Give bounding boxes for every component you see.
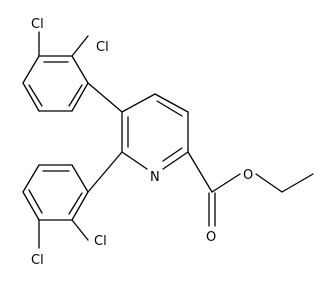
chlorine-label-top-left: Cl (31, 17, 44, 32)
chlorine-label-bottom-right: Cl (94, 234, 107, 249)
atom-labels: Cl Cl N O O Cl Cl (31, 17, 253, 268)
chlorine-label-top-right: Cl (96, 40, 109, 55)
bonds (22, 31, 314, 249)
pyridine-ring (121, 93, 189, 170)
bond-to-cl-top-right (71, 35, 89, 57)
upper-phenyl-ring (22, 55, 89, 112)
chlorine-label-bottom-left: Cl (31, 253, 44, 268)
bond-phenyl-to-pyridine-c5 (87, 82, 123, 113)
nitrogen-label: N (150, 170, 160, 185)
bond-to-cl-bottom-right (71, 219, 89, 241)
carbonyl-oxygen-label: O (206, 230, 216, 245)
ester-group (187, 151, 314, 227)
lower-phenyl-ring (22, 164, 89, 221)
ester-oxygen-label: O (243, 168, 253, 183)
bond-pyridine-c6-to-phenyl (87, 151, 123, 193)
